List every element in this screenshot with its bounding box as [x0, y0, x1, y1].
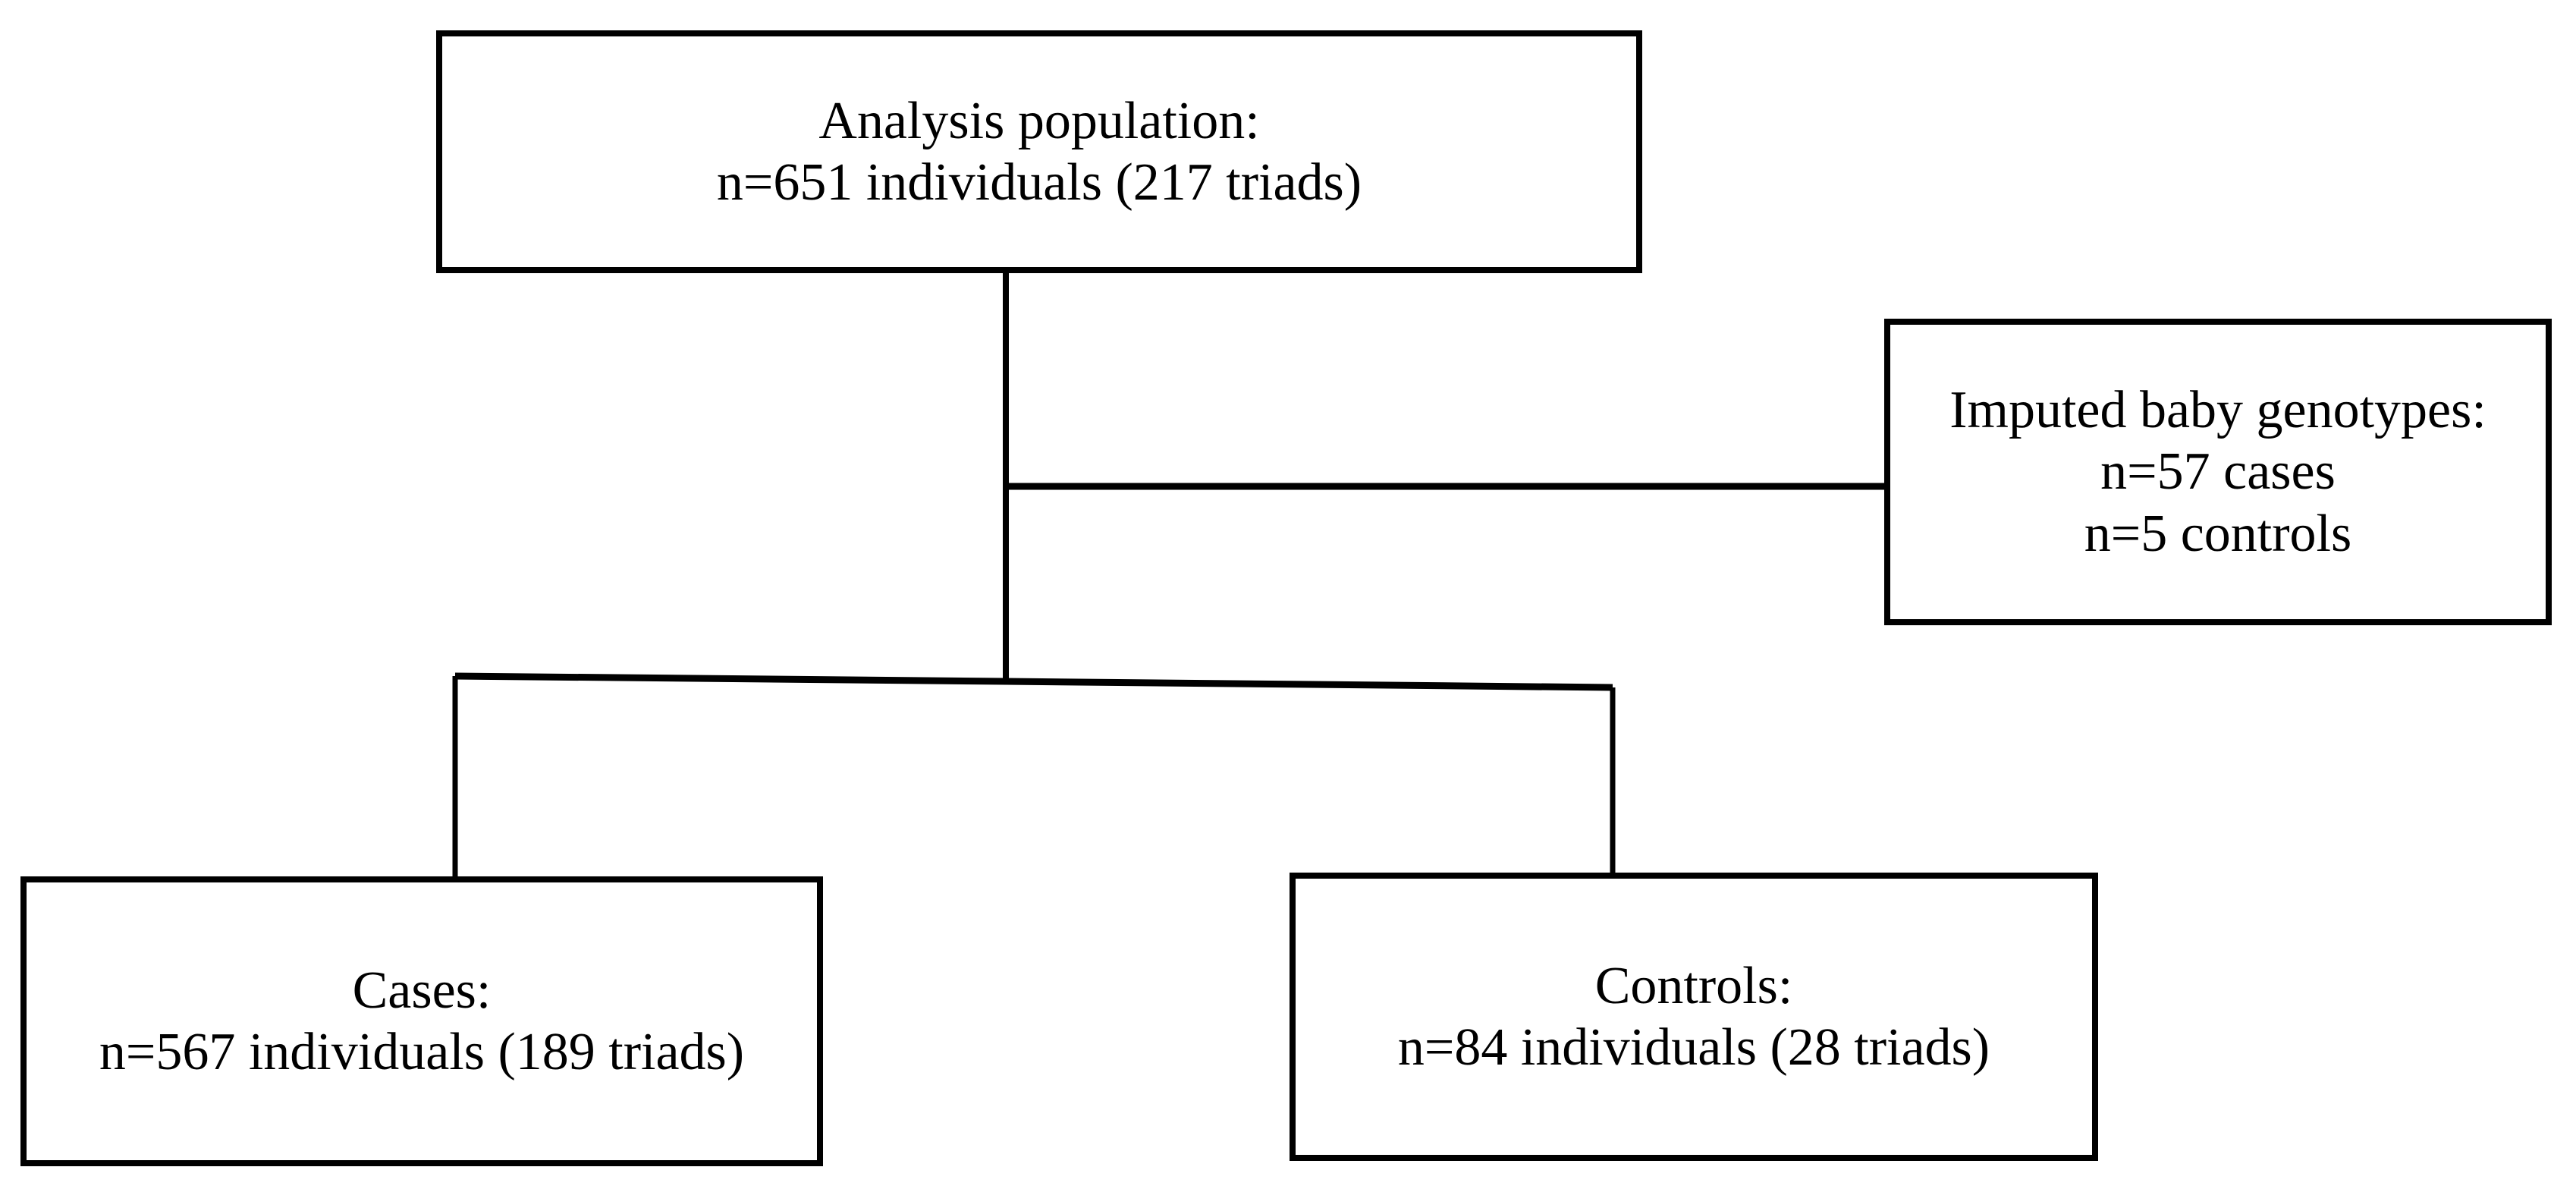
analysis-population-box: Analysis population: n=651 individuals (…	[436, 30, 1642, 273]
analysis-population-count: n=651 individuals (217 triads)	[716, 153, 1362, 212]
imputed-genotypes-controls-count: n=5 controls	[2084, 504, 2352, 563]
imputed-genotypes-box: Imputed baby genotypes: n=57 cases n=5 c…	[1884, 319, 2552, 625]
controls-title: Controls:	[1594, 956, 1793, 1015]
cases-box: Cases: n=567 individuals (189 triads)	[20, 876, 823, 1166]
imputed-genotypes-title: Imputed baby genotypes:	[1949, 381, 2486, 440]
controls-count: n=84 individuals (28 triads)	[1397, 1018, 1990, 1077]
imputed-genotypes-cases-count: n=57 cases	[2100, 442, 2336, 502]
cases-title: Cases:	[352, 961, 492, 1020]
cases-count: n=567 individuals (189 triads)	[99, 1023, 745, 1081]
analysis-population-title: Analysis population:	[818, 91, 1260, 150]
connector-split-bracket	[454, 672, 1613, 691]
controls-box: Controls: n=84 individuals (28 triads)	[1290, 873, 2098, 1161]
